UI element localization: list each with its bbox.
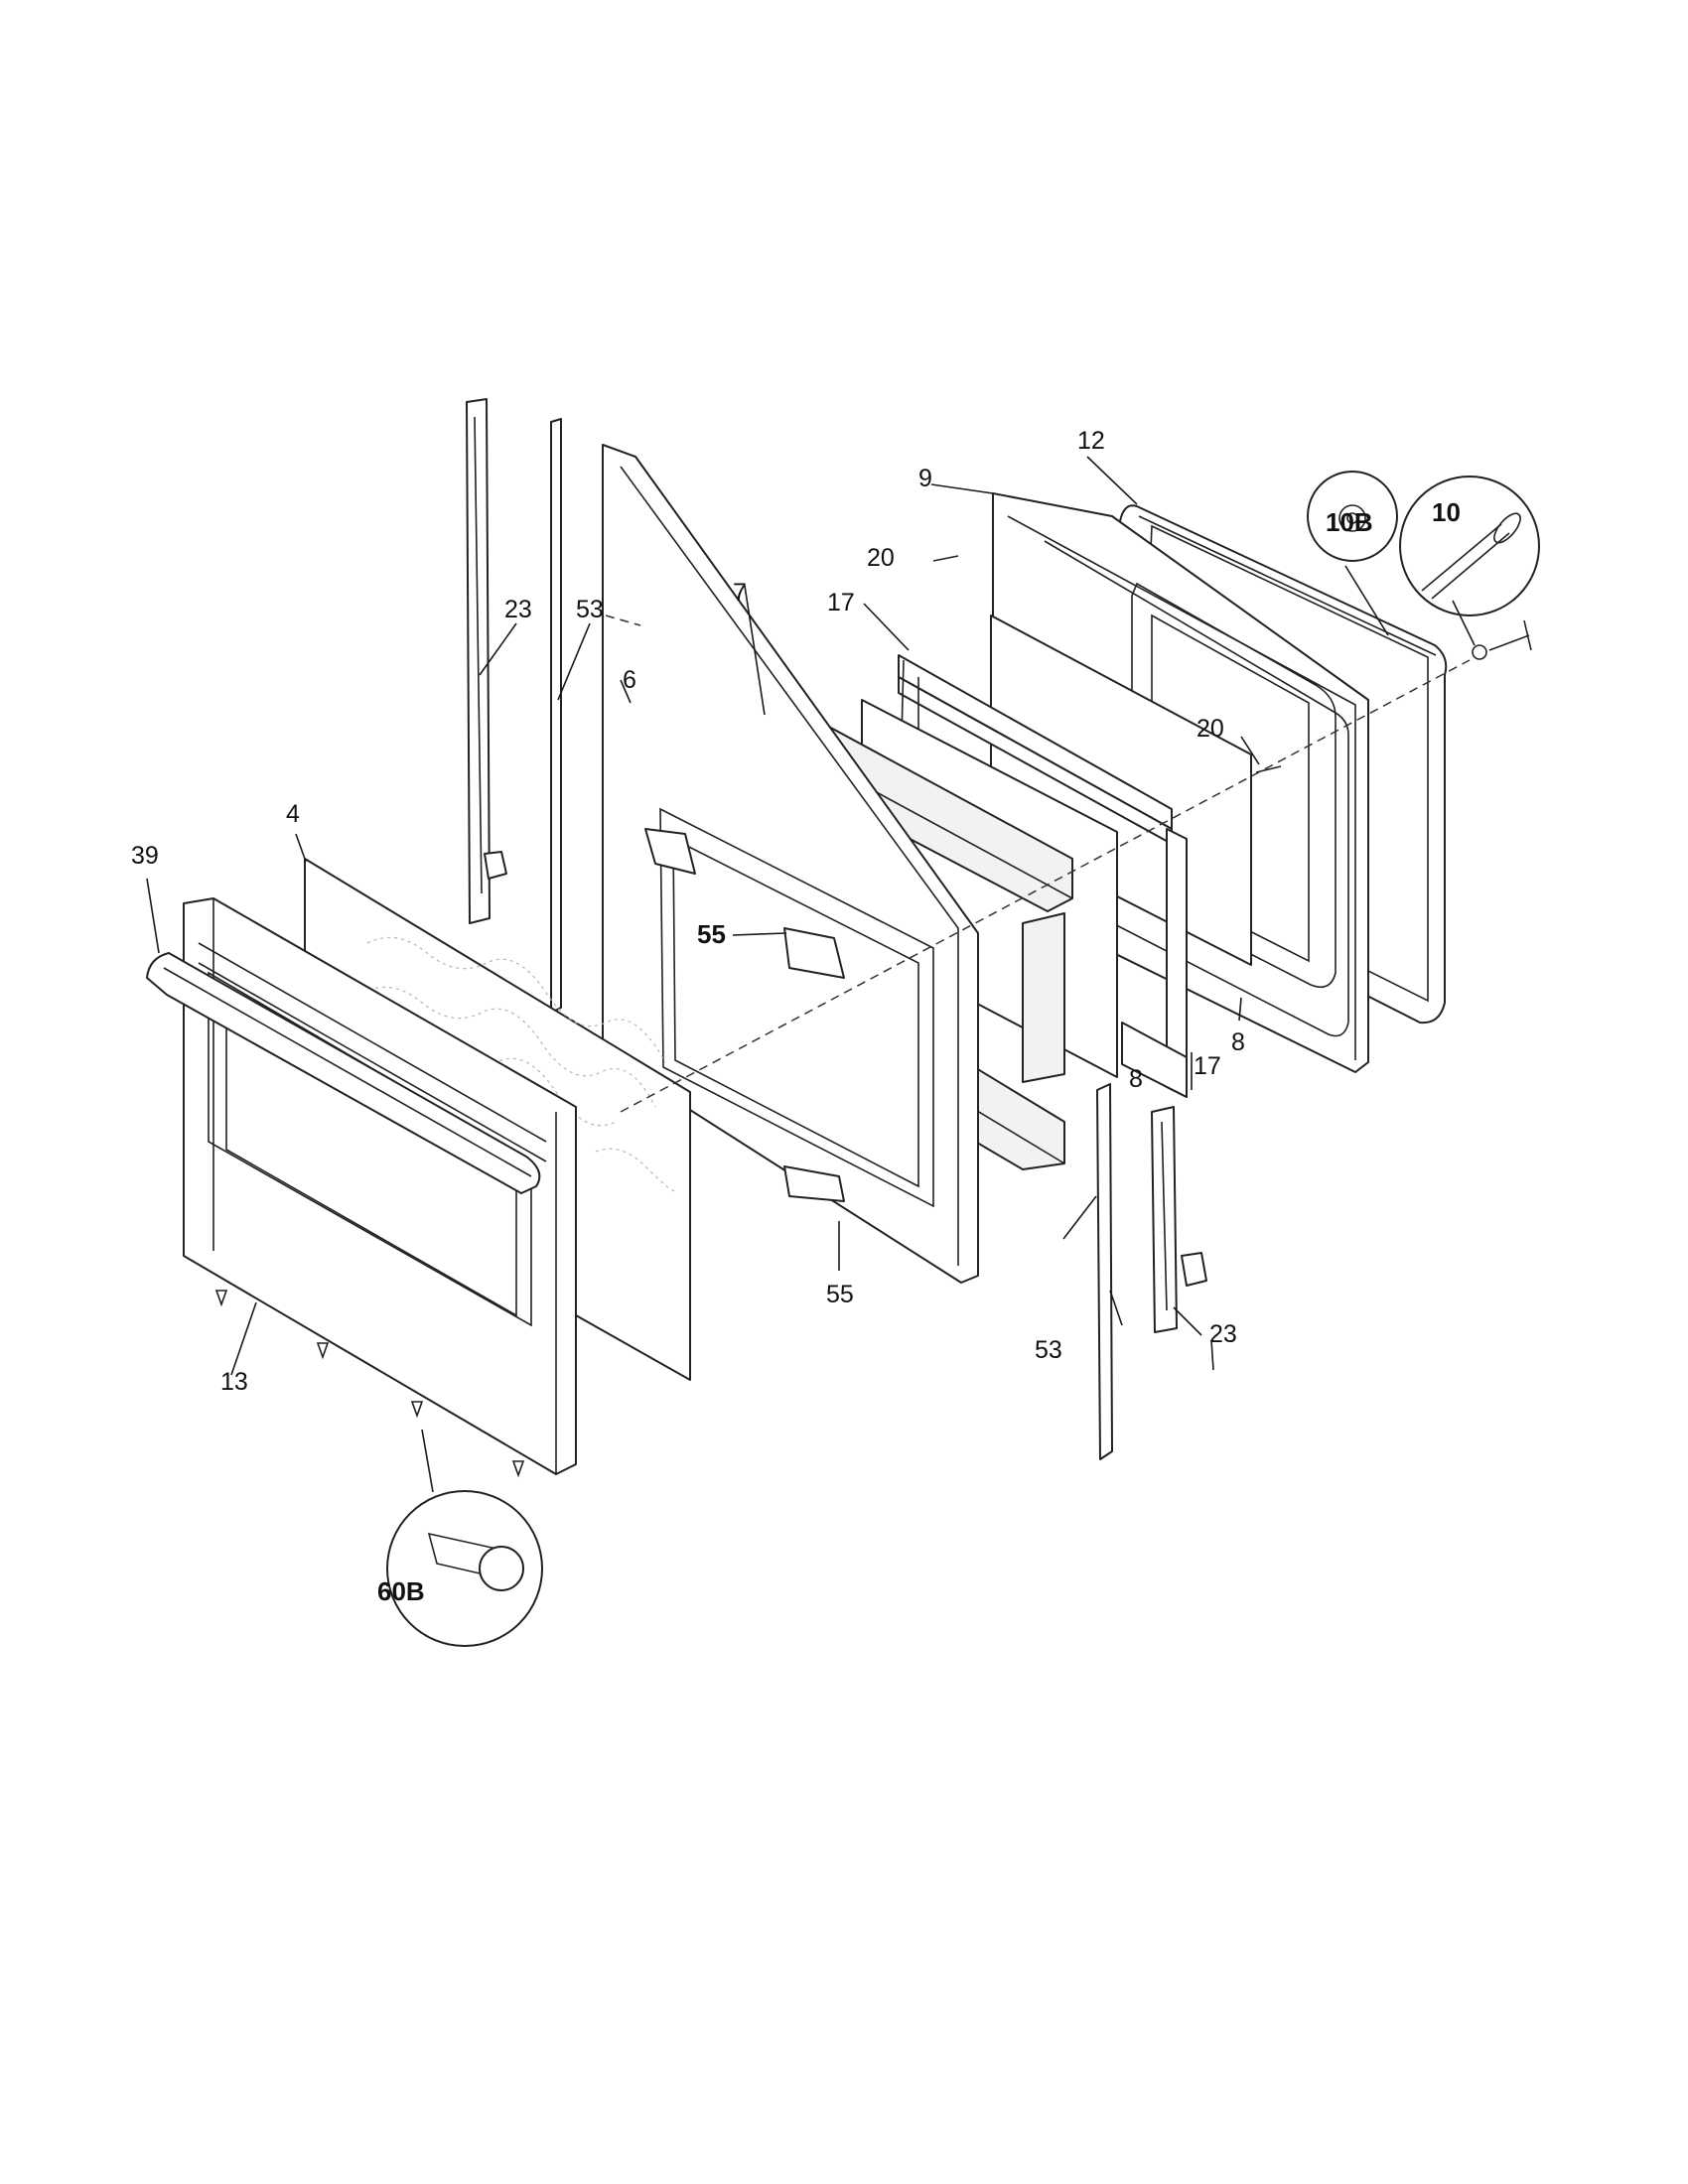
callout-60b: 60B [377, 1576, 425, 1606]
detail-circle-10 [1399, 476, 1540, 616]
part-6-door-frame [602, 444, 979, 1284]
callout-23-left: 23 [504, 596, 532, 623]
part-53-side-trim-right [1096, 1083, 1113, 1460]
callout-6: 6 [623, 666, 636, 694]
part-17-glass-channel-lower [1121, 828, 1188, 1098]
part-53-side-trim-left [550, 418, 562, 1014]
callout-17-lower: 17 [1194, 1052, 1221, 1080]
callout-12: 12 [1077, 427, 1105, 455]
alignment-lines [605, 614, 1471, 1113]
callout-53-right: 53 [1035, 1336, 1062, 1364]
part-10-bolt-and-washer [1472, 619, 1532, 660]
callout-10: 10 [1432, 497, 1461, 527]
part-23-hinge-left [466, 398, 507, 924]
callout-39: 39 [131, 842, 159, 870]
callout-23-right: 23 [1209, 1320, 1237, 1348]
callout-8-right: 8 [1231, 1028, 1245, 1056]
callout-55-upper: 55 [697, 919, 726, 949]
callout-20-lower: 20 [1196, 715, 1224, 743]
callout-17-upper: 17 [827, 589, 855, 616]
callout-55-lower: 55 [826, 1281, 854, 1308]
leader-lines [146, 456, 1476, 1493]
callout-8-center: 8 [1129, 1065, 1143, 1093]
callout-9: 9 [918, 465, 932, 492]
callout-4: 4 [286, 800, 300, 828]
door-screws [214, 1290, 525, 1478]
callout-20-upper: 20 [867, 544, 895, 572]
callout-labels: 39 4 13 60B 23 53 6 55 55 7 17 9 20 12 1… [131, 427, 1461, 1606]
callout-53-left: 53 [576, 596, 604, 623]
callout-7: 7 [733, 579, 747, 607]
callout-10b: 10B [1326, 507, 1373, 537]
detail-circle-10b [1307, 471, 1398, 562]
part-23-hinge-right [1151, 1106, 1207, 1333]
callout-13: 13 [220, 1368, 248, 1396]
part-39-door-handle [146, 952, 541, 1194]
part-20-screws [932, 555, 1282, 773]
detail-circle-60b [386, 1490, 543, 1647]
